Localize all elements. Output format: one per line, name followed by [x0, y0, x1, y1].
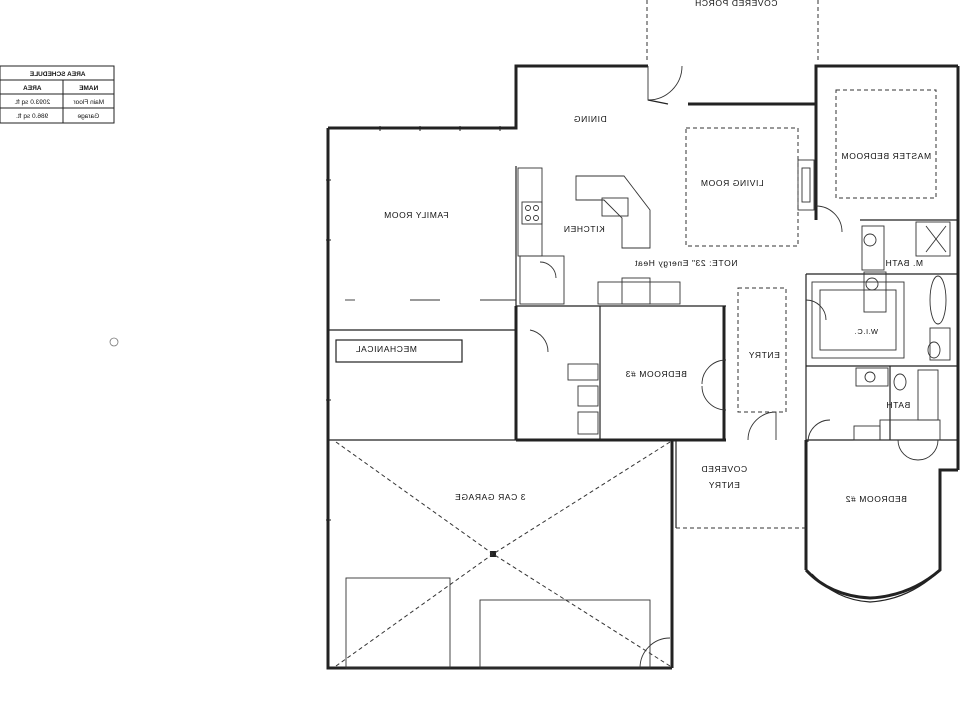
mechanical-label: MECHANICAL: [355, 344, 417, 354]
name-column-header: NAME: [78, 85, 98, 92]
master-bath-label: M. BATH: [885, 258, 923, 268]
note-label: NOTE: 23" Energy Heat: [634, 258, 737, 268]
covered-entry-label-line1: COVERED: [701, 464, 747, 474]
living-room-label: LIVING ROOM: [700, 178, 763, 188]
area-schedule-title: AREA SCHEDULE: [29, 71, 85, 78]
bath-label: BATH: [886, 400, 910, 410]
garage-name: Garage: [77, 113, 99, 120]
garage-area: 986.0 sq ft.: [16, 113, 48, 120]
covered-porch-label: COVERED PORCH: [695, 0, 778, 8]
area-schedule-table: AREA SCHEDULE AREA NAME 2093.0 sq ft. Ma…: [0, 65, 115, 124]
fixtures: [345, 159, 951, 669]
room-labels: DINING MASTER BEDROOM LIVING ROOM FAMILY…: [355, 114, 931, 504]
covered-entry-label-line2: ENTRY: [708, 480, 740, 490]
main-floor-name: Main Floor: [73, 99, 105, 106]
bedroom-3-label: BEDROOM #3: [625, 369, 687, 379]
doors: [529, 65, 939, 669]
master-bedroom-label: MASTER BEDROOM: [841, 151, 931, 161]
entry-label: ENTRY: [748, 350, 780, 360]
marker-circle: [109, 337, 119, 347]
garage-diagonals: [335, 441, 671, 667]
main-floor-area: 2093.0 sq ft.: [14, 99, 50, 106]
wic-label: W.I.C.: [854, 327, 878, 336]
dining-label: DINING: [573, 114, 606, 124]
garage-label: 3 CAR GARAGE: [455, 492, 526, 502]
bedroom-2-label: BEDROOM #2: [845, 494, 907, 504]
covered-porch: COVERED PORCH: [646, 0, 819, 62]
interior-walls: [328, 66, 958, 529]
area-column-header: AREA: [23, 85, 42, 92]
family-room-label: FAMILY ROOM: [384, 210, 449, 220]
kitchen-label: KITCHEN: [563, 224, 605, 234]
